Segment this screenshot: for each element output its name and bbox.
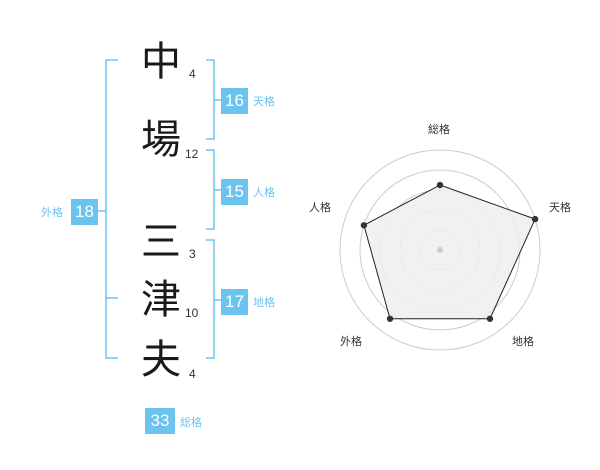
tenkaku-label: 天格 bbox=[253, 95, 275, 108]
radar-point-4 bbox=[360, 222, 368, 229]
radar-label-tenkaku: 天格 bbox=[549, 201, 571, 214]
radar-point-1 bbox=[531, 215, 539, 223]
radar-point-2 bbox=[486, 315, 494, 322]
chikaku-label: 地格 bbox=[253, 296, 275, 309]
radar-polygon bbox=[363, 184, 536, 320]
tenkaku-badge: 16 bbox=[221, 88, 248, 114]
gaikaku-label: 外格 bbox=[41, 206, 63, 219]
name-brackets bbox=[96, 59, 222, 359]
name-char-4: 津 bbox=[141, 277, 181, 323]
gaikaku-bracket bbox=[105, 59, 118, 359]
stroke-count-1: 4 bbox=[189, 67, 196, 81]
name-char-3: 三 bbox=[141, 219, 181, 265]
stroke-count-4: 10 bbox=[185, 306, 199, 320]
chikaku-badge: 17 bbox=[221, 289, 248, 315]
stroke-count-2: 12 bbox=[185, 147, 199, 161]
soukaku-badge: 33 bbox=[145, 408, 175, 434]
name-char-1: 中 bbox=[141, 39, 181, 85]
radar-ring-outer bbox=[339, 149, 541, 351]
jinkaku-badge: 15 bbox=[221, 179, 248, 205]
stroke-count-5: 4 bbox=[189, 367, 196, 381]
jinkaku-label: 人格 bbox=[253, 186, 275, 199]
radar-point-0 bbox=[436, 181, 444, 189]
name-char-5: 夫 bbox=[141, 337, 181, 383]
radar-label-soukaku: 総格 bbox=[428, 123, 450, 136]
stroke-count-3: 3 bbox=[189, 247, 196, 261]
radar-point-3 bbox=[386, 315, 394, 322]
radar-center-dot bbox=[437, 247, 443, 253]
soukaku-label: 総格 bbox=[180, 416, 202, 429]
radar-label-gaikaku: 外格 bbox=[340, 335, 362, 348]
gaikaku-badge: 18 bbox=[71, 199, 98, 225]
radar-label-chikaku: 地格 bbox=[512, 335, 534, 348]
chikaku-bracket bbox=[206, 239, 215, 359]
radar-label-jinkaku: 人格 bbox=[309, 201, 331, 214]
name-char-2: 場 bbox=[141, 117, 181, 163]
